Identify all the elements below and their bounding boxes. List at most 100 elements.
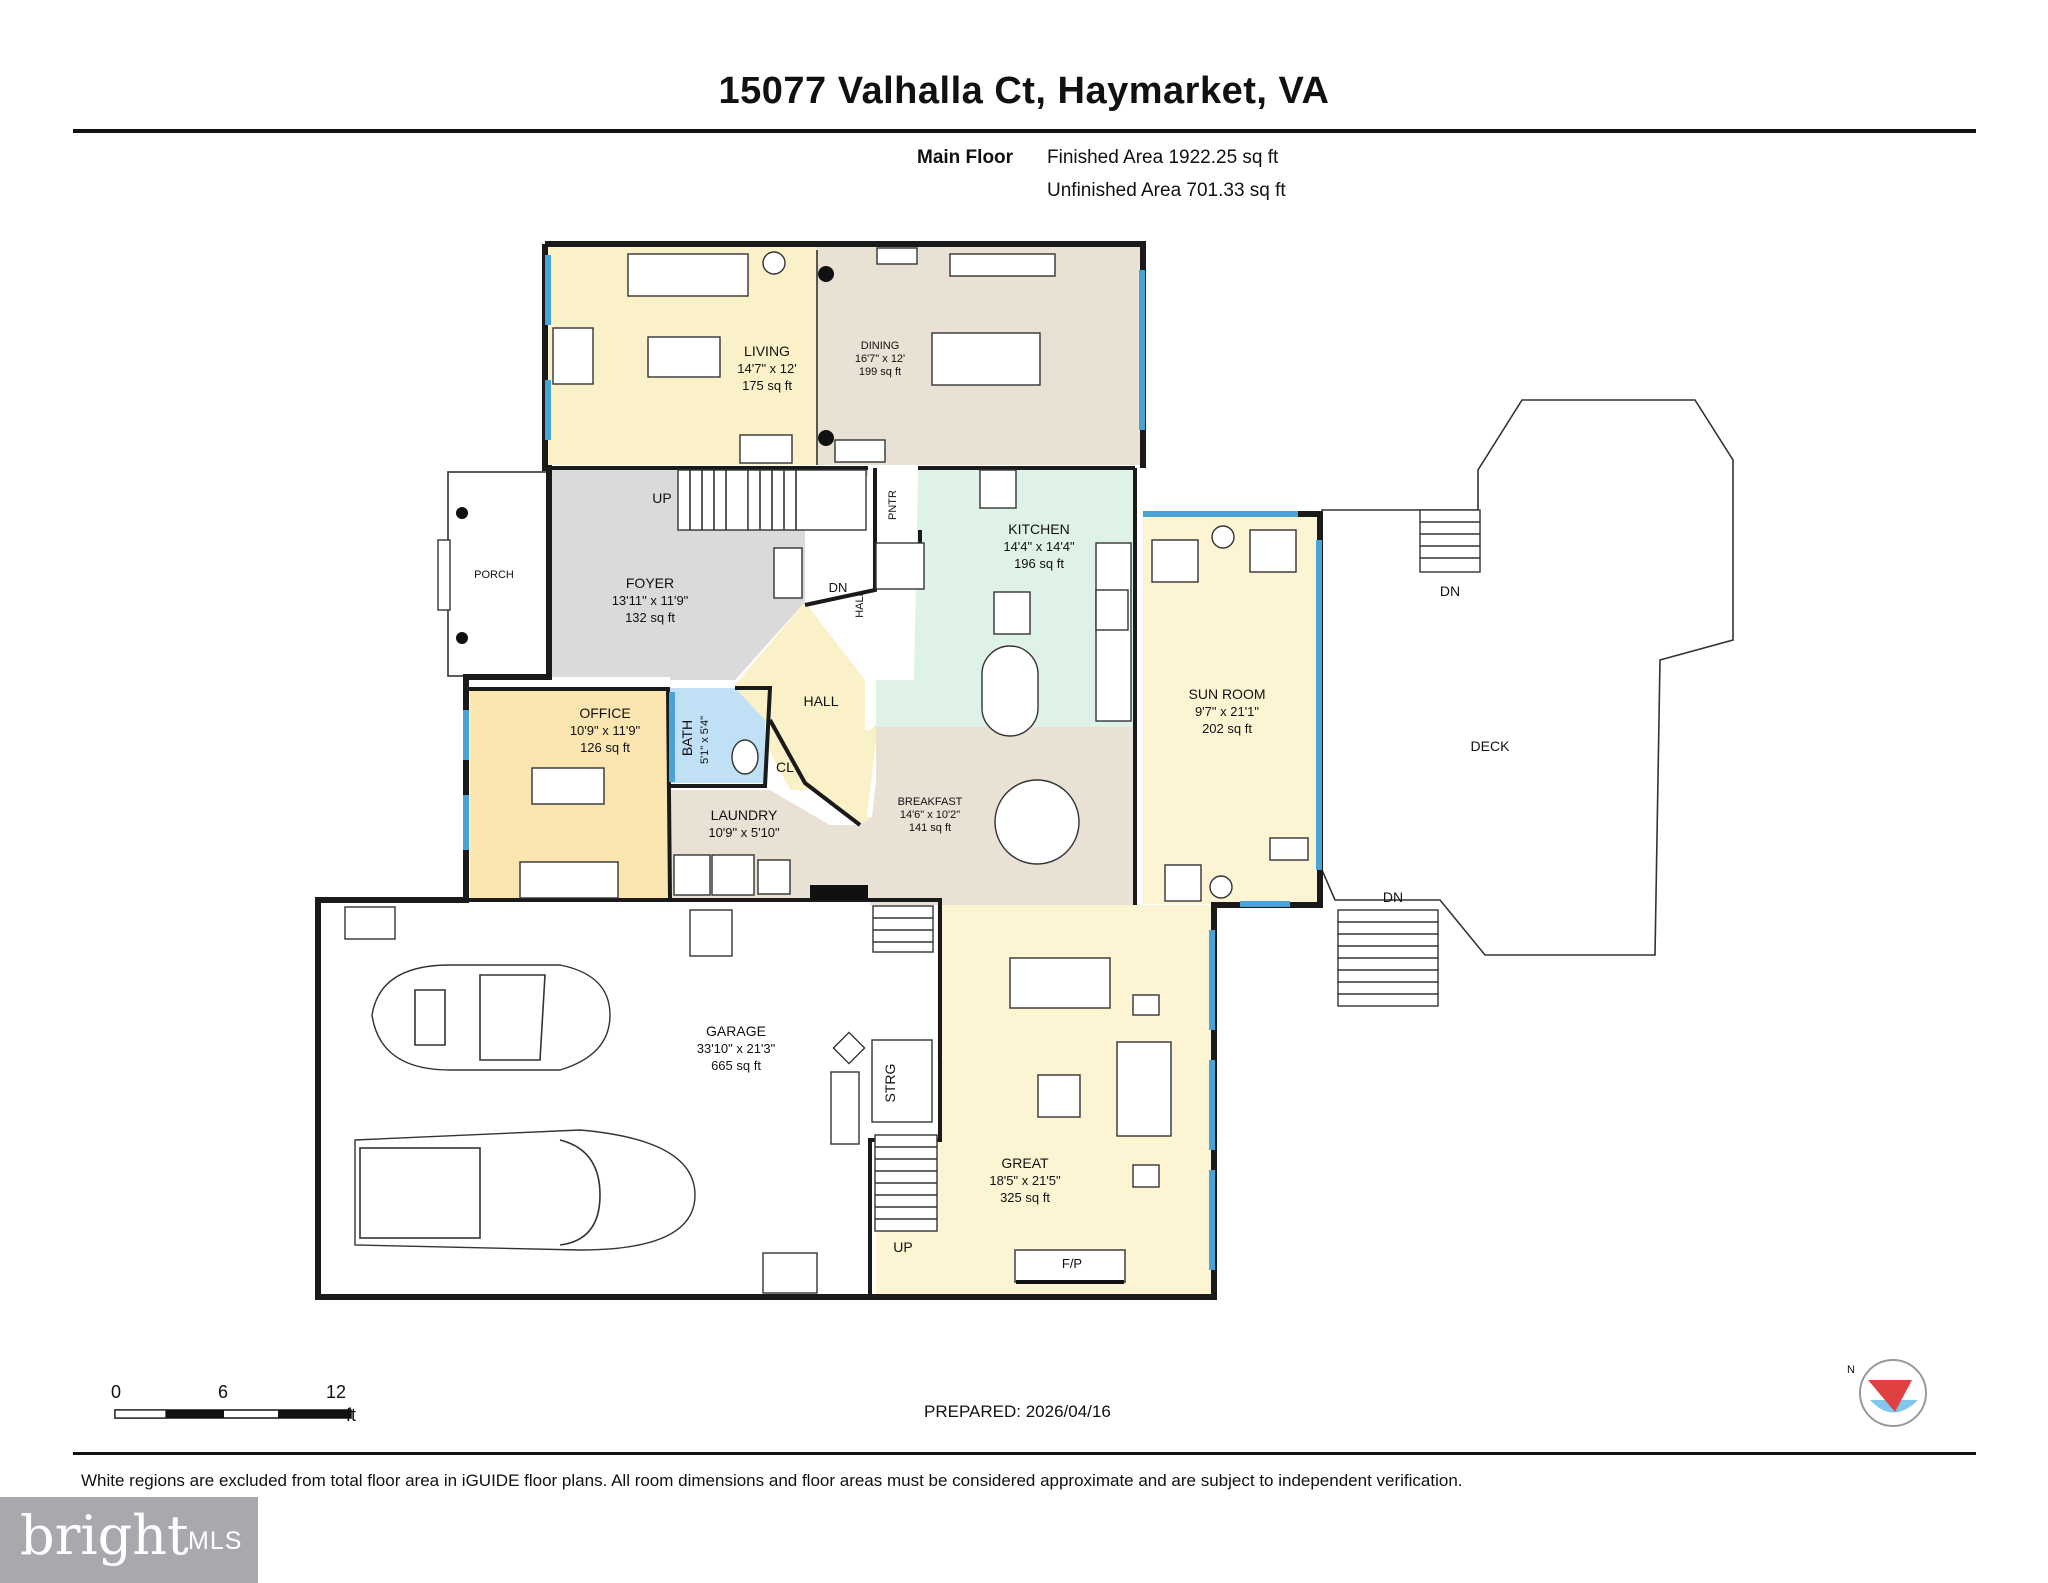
sink-icon [1095,589,1129,631]
room-label: DECK [1471,738,1511,754]
title-rule [73,129,1976,133]
table-sunroom [1164,864,1202,902]
room-area: 325 sq ft [1000,1190,1050,1205]
breakfast-table [994,779,1080,865]
wall [670,686,773,788]
truck-icon [354,1129,696,1251]
room-hall [735,602,878,825]
armchair-icon [1151,539,1199,583]
washer-icon [673,854,711,896]
stairs-great [874,1134,938,1232]
coffee-table-great [1037,1074,1081,1118]
dining-table [931,332,1041,386]
compass-icon: N [1847,1359,1927,1427]
cooktop-icon [993,591,1031,635]
bin-garage [762,1252,818,1294]
coffee-table [647,336,721,378]
room-dims: 14'4" x 14'4" [1003,539,1075,554]
car-icon [371,964,611,1071]
stair-label: DN [1440,583,1460,599]
bright-mls-logo [0,1497,258,1583]
room-dims: 10'9" x 5'10" [708,825,780,840]
finished-area: Finished Area 1922.25 sq ft [1047,147,1279,168]
cabinet-garage [689,909,733,957]
laundry-sink-icon [757,859,791,895]
chair-living [552,327,594,385]
room-dims: 9'7" x 21'1" [1195,704,1259,719]
stairs-deck-bottom [1337,909,1439,1007]
room-label: GREAT [1001,1155,1049,1171]
fridge [979,469,1017,509]
room-label: HALL [854,590,866,618]
counter [875,542,925,590]
lamp-icon [762,251,786,275]
counter [1095,542,1132,722]
room-label: FOYER [626,575,674,591]
room-area: 665 sq ft [711,1058,761,1073]
room-label: BATH [679,720,695,756]
side-table-icon [1132,1164,1160,1188]
room-area: 126 sq ft [580,740,630,755]
room-dims: 14'6" x 10'2" [900,809,960,821]
room-label: PORCH [474,569,514,581]
scale-tick-label: 6 [218,1382,229,1402]
room-label: HALL [803,693,838,709]
room-label: LIVING [744,343,790,359]
footer-rule [73,1452,1976,1455]
storage-closet [871,1039,933,1123]
lamp-icon [1209,875,1233,899]
room-area: 202 sq ft [1202,721,1252,736]
lamp-icon [1211,525,1235,549]
dn-label: DN [829,580,848,595]
room-label: OFFICE [579,705,630,721]
box-garage [832,1031,866,1065]
room-label: PNTR [887,490,899,520]
room-dims: 18'5" x 21'5" [989,1173,1061,1188]
wall [768,719,862,827]
scale-tick-label: 12 [326,1382,347,1402]
armchair-icon [1249,529,1297,573]
room-foyer [549,468,868,680]
sofa-living [627,253,749,297]
console-living [739,434,793,464]
room-label: KITCHEN [1008,521,1069,537]
desk-office [531,767,605,805]
porch-step [437,539,451,611]
stair-label: UP [893,1239,912,1255]
disclaimer: White regions are excluded from total fl… [81,1471,1463,1490]
sofa-great [1009,957,1111,1009]
room-label: LAUNDRY [711,807,778,823]
wall [868,898,942,1297]
stairs-garage [872,905,934,953]
porch-post-icon [456,632,468,644]
scale-tick-label: 0 [111,1382,122,1402]
room-label: BREAKFAST [898,796,963,808]
room-label: STRG [882,1064,898,1103]
kitchen-island [981,645,1039,737]
room-dims: 10'9" x 11'9" [570,723,641,738]
room-dims: 16'7" x 12' [855,353,905,365]
unfinished-area: Unfinished Area 701.33 sq ft [1047,180,1286,201]
logo-brand: bright [20,1504,189,1567]
toilet-icon [731,739,759,775]
room-area: 196 sq ft [1014,556,1064,571]
wall [466,687,672,901]
sofa-great-side [1116,1041,1172,1137]
room-dims: 13'11" x 11'9" [612,593,689,608]
hearth [1016,1280,1124,1284]
side-table-icon [1132,994,1160,1016]
room-dims: 33'10" x 21'3" [697,1041,776,1056]
bench-sunroom [1269,837,1309,861]
room-label: DINING [861,340,900,352]
stair-label: UP [652,490,671,506]
prepared-date: PREPARED: 2026/04/16 [924,1402,1111,1421]
room-area: 175 sq ft [742,378,792,393]
stairs-foyer [677,469,867,531]
fireplace [1014,1249,1126,1283]
dryer-icon [711,854,755,896]
room-label: CL [776,759,794,775]
wall [804,468,877,607]
deck-outline [1321,399,1734,956]
scale-unit: ft [346,1405,357,1425]
